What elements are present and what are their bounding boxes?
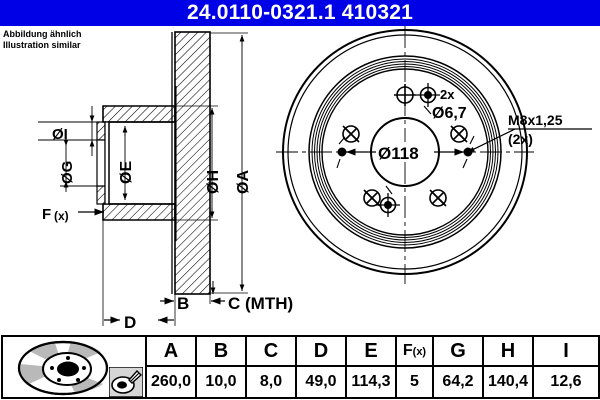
label-dia-h: ØH (205, 170, 222, 194)
table-header-b: B (195, 335, 247, 367)
brake-disc-icon (17, 340, 109, 396)
hub-neck-section (96, 121, 110, 205)
braking-band-rings (308, 55, 502, 249)
table-cell-icons (1, 335, 147, 399)
table-row-values: 260,0 10,0 8,0 49,0 114,3 5 64,2 140,4 1… (2, 365, 600, 399)
table-header-c: C (245, 335, 297, 367)
cross-section-view: ØI ØG ØE (38, 31, 293, 332)
label-pcd: Ø118 (378, 144, 419, 163)
table-row-headers: A B C D E F(x) G H I (1, 335, 600, 399)
table-value-a: 260,0 (145, 365, 197, 399)
label-d: D (124, 313, 136, 332)
label-c: C (MTH) (228, 294, 293, 313)
label-holes-count: 2x (440, 87, 455, 102)
label-fx-sub: (x) (54, 209, 69, 223)
label-dia-i: ØI (52, 126, 68, 143)
label-dia-a: ØA (235, 170, 252, 194)
label-b: B (177, 294, 189, 313)
table-header-fx: F(x) (395, 335, 434, 367)
table-value-g: 64,2 (432, 365, 484, 399)
dimension-b-c-d: B C (MTH) D (102, 220, 293, 332)
table-header-g: G (432, 335, 484, 367)
table-value-h: 140,4 (482, 365, 534, 399)
face-view: 2x Ø6,7 M8x1,25 (2x) Ø118 (276, 26, 592, 284)
dimension-dia-a: ØA (210, 32, 252, 294)
label-dia-e: ØE (118, 161, 135, 184)
annotation-holes-6-7: 2x Ø6,7 (432, 87, 467, 122)
table-header-fx-sub: (x) (412, 346, 427, 358)
caption-line-en: Illustration similar (3, 40, 81, 50)
label-thread-count: (2x) (508, 131, 533, 147)
label-holes-dia: Ø6,7 (432, 105, 467, 122)
dimension-fx: F (x) (42, 206, 104, 223)
table-header-h: H (482, 335, 534, 367)
dimension-dia-e: ØE (118, 126, 135, 200)
table-value-d: 49,0 (295, 365, 347, 399)
table-header-i: I (532, 335, 600, 367)
caliper-measure-icon (109, 367, 143, 397)
spec-table-wrapper: A B C D E F(x) G H I 260,0 10,0 8,0 49,0… (1, 335, 600, 399)
annotation-pcd: Ø118 (346, 142, 464, 163)
dimension-dia-g: ØG (59, 134, 100, 192)
caption-line-de: Abbildung ähnlich (3, 29, 82, 39)
spec-table: A B C D E F(x) G H I 260,0 10,0 8,0 49,0… (1, 335, 600, 399)
table-value-fx: 5 (395, 365, 434, 399)
illustration-caption: Abbildung ähnlich Illustration similar (3, 29, 82, 51)
label-dia-g: ØG (59, 161, 76, 184)
table-header-a: A (145, 335, 197, 367)
table-header-fx-main: F (402, 342, 413, 359)
label-fx: F (42, 206, 51, 223)
header-bar: 24.0110-0321.1 410321 (0, 0, 600, 26)
dimension-dia-i: ØI (38, 106, 100, 156)
technical-drawing-canvas: ØI ØG ØE (38, 26, 592, 332)
annotation-thread-m8: M8x1,25 (2x) (467, 112, 592, 153)
lug-holes (342, 84, 468, 207)
table-value-e: 114,3 (345, 365, 397, 399)
holes-6-7 (376, 83, 440, 217)
hub-flange-section (102, 105, 176, 221)
table-value-i: 12,6 (532, 365, 600, 399)
table-value-c: 8,0 (245, 365, 297, 399)
table-value-b: 10,0 (195, 365, 247, 399)
label-thread: M8x1,25 (508, 112, 563, 128)
disc-rim-section (174, 31, 211, 295)
table-header-e: E (345, 335, 397, 367)
table-header-d: D (295, 335, 347, 367)
page-title: 24.0110-0321.1 410321 (186, 1, 414, 24)
dimension-dia-h: ØH (175, 105, 222, 221)
